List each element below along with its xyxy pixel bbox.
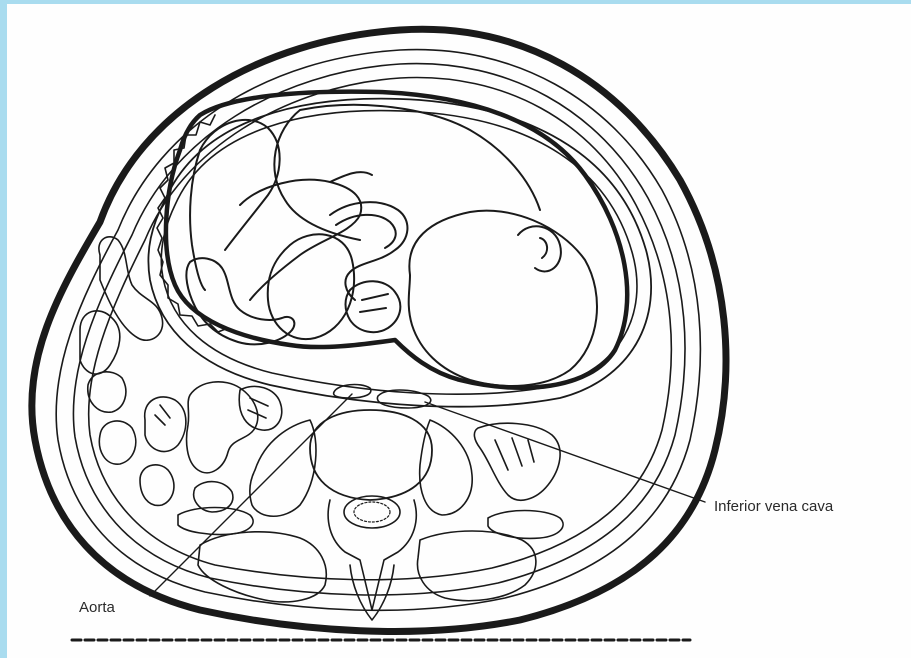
spinal-canal <box>344 496 400 528</box>
uterine-wall-outer <box>148 99 651 407</box>
fetal-thigh <box>268 234 354 339</box>
bowel-loop-3 <box>88 372 126 412</box>
label-aorta: Aorta <box>79 599 115 616</box>
bowel-loop-4 <box>99 421 135 464</box>
bowel-loop-1 <box>99 237 163 340</box>
label-inferior-vena-cava: Inferior vena cava <box>714 498 833 515</box>
ivc-leader-line <box>425 402 705 502</box>
aorta-leader-line <box>150 394 352 596</box>
illustration-panel: Inferior vena cava Aorta <box>7 4 911 658</box>
fetal-leg <box>190 120 280 290</box>
spinous-process <box>350 565 394 620</box>
abdominal-wall-layer-2 <box>73 64 685 595</box>
vertebral-body <box>310 410 432 500</box>
fetal-head <box>409 211 597 386</box>
right-back-muscle <box>417 531 535 601</box>
umbilical-cord <box>330 202 407 300</box>
spinal-cord <box>354 502 390 522</box>
left-psoas <box>250 420 316 516</box>
bowel-loop-7 <box>187 382 258 473</box>
bowel-loop-6 <box>140 465 174 506</box>
bowel-loop-5 <box>145 397 186 452</box>
right-quadratus <box>488 511 563 539</box>
fetal-ear <box>518 226 561 271</box>
abdominal-wall-layer-3 <box>89 78 672 580</box>
cross-section-diagram <box>7 4 911 658</box>
placenta <box>157 115 238 334</box>
fetal-trunk <box>274 105 540 240</box>
